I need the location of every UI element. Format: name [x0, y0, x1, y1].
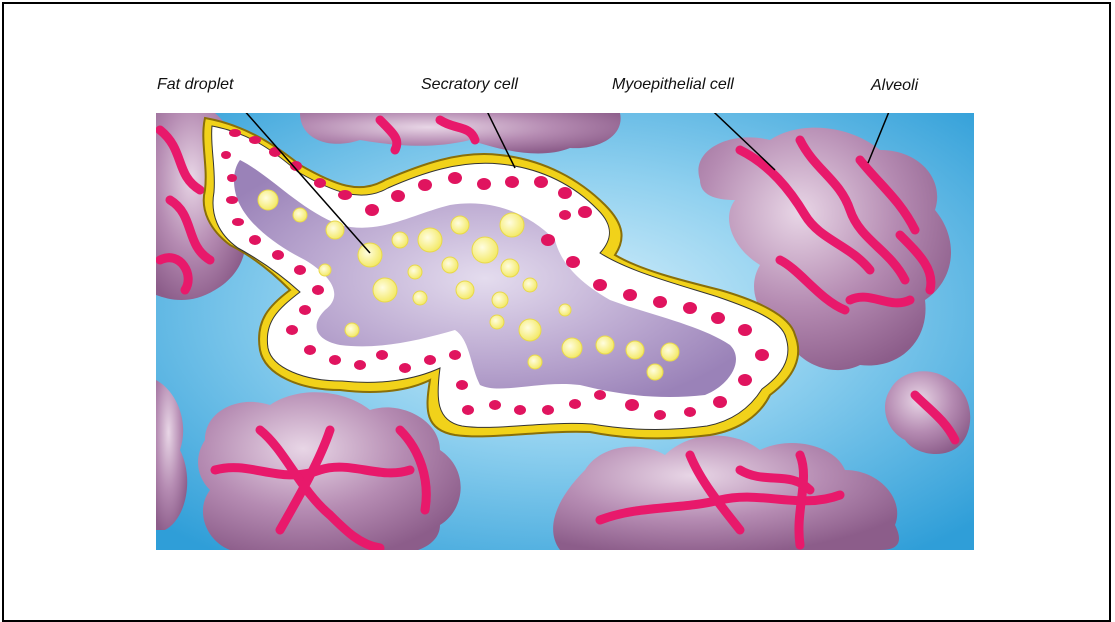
label-myoepithelial-cell: Myoepithelial cell	[612, 76, 734, 94]
label-alveoli: Alveoli	[871, 77, 918, 95]
label-secretory-cell: Secratory cell	[421, 76, 518, 94]
label-fat-droplet: Fat droplet	[157, 76, 233, 94]
